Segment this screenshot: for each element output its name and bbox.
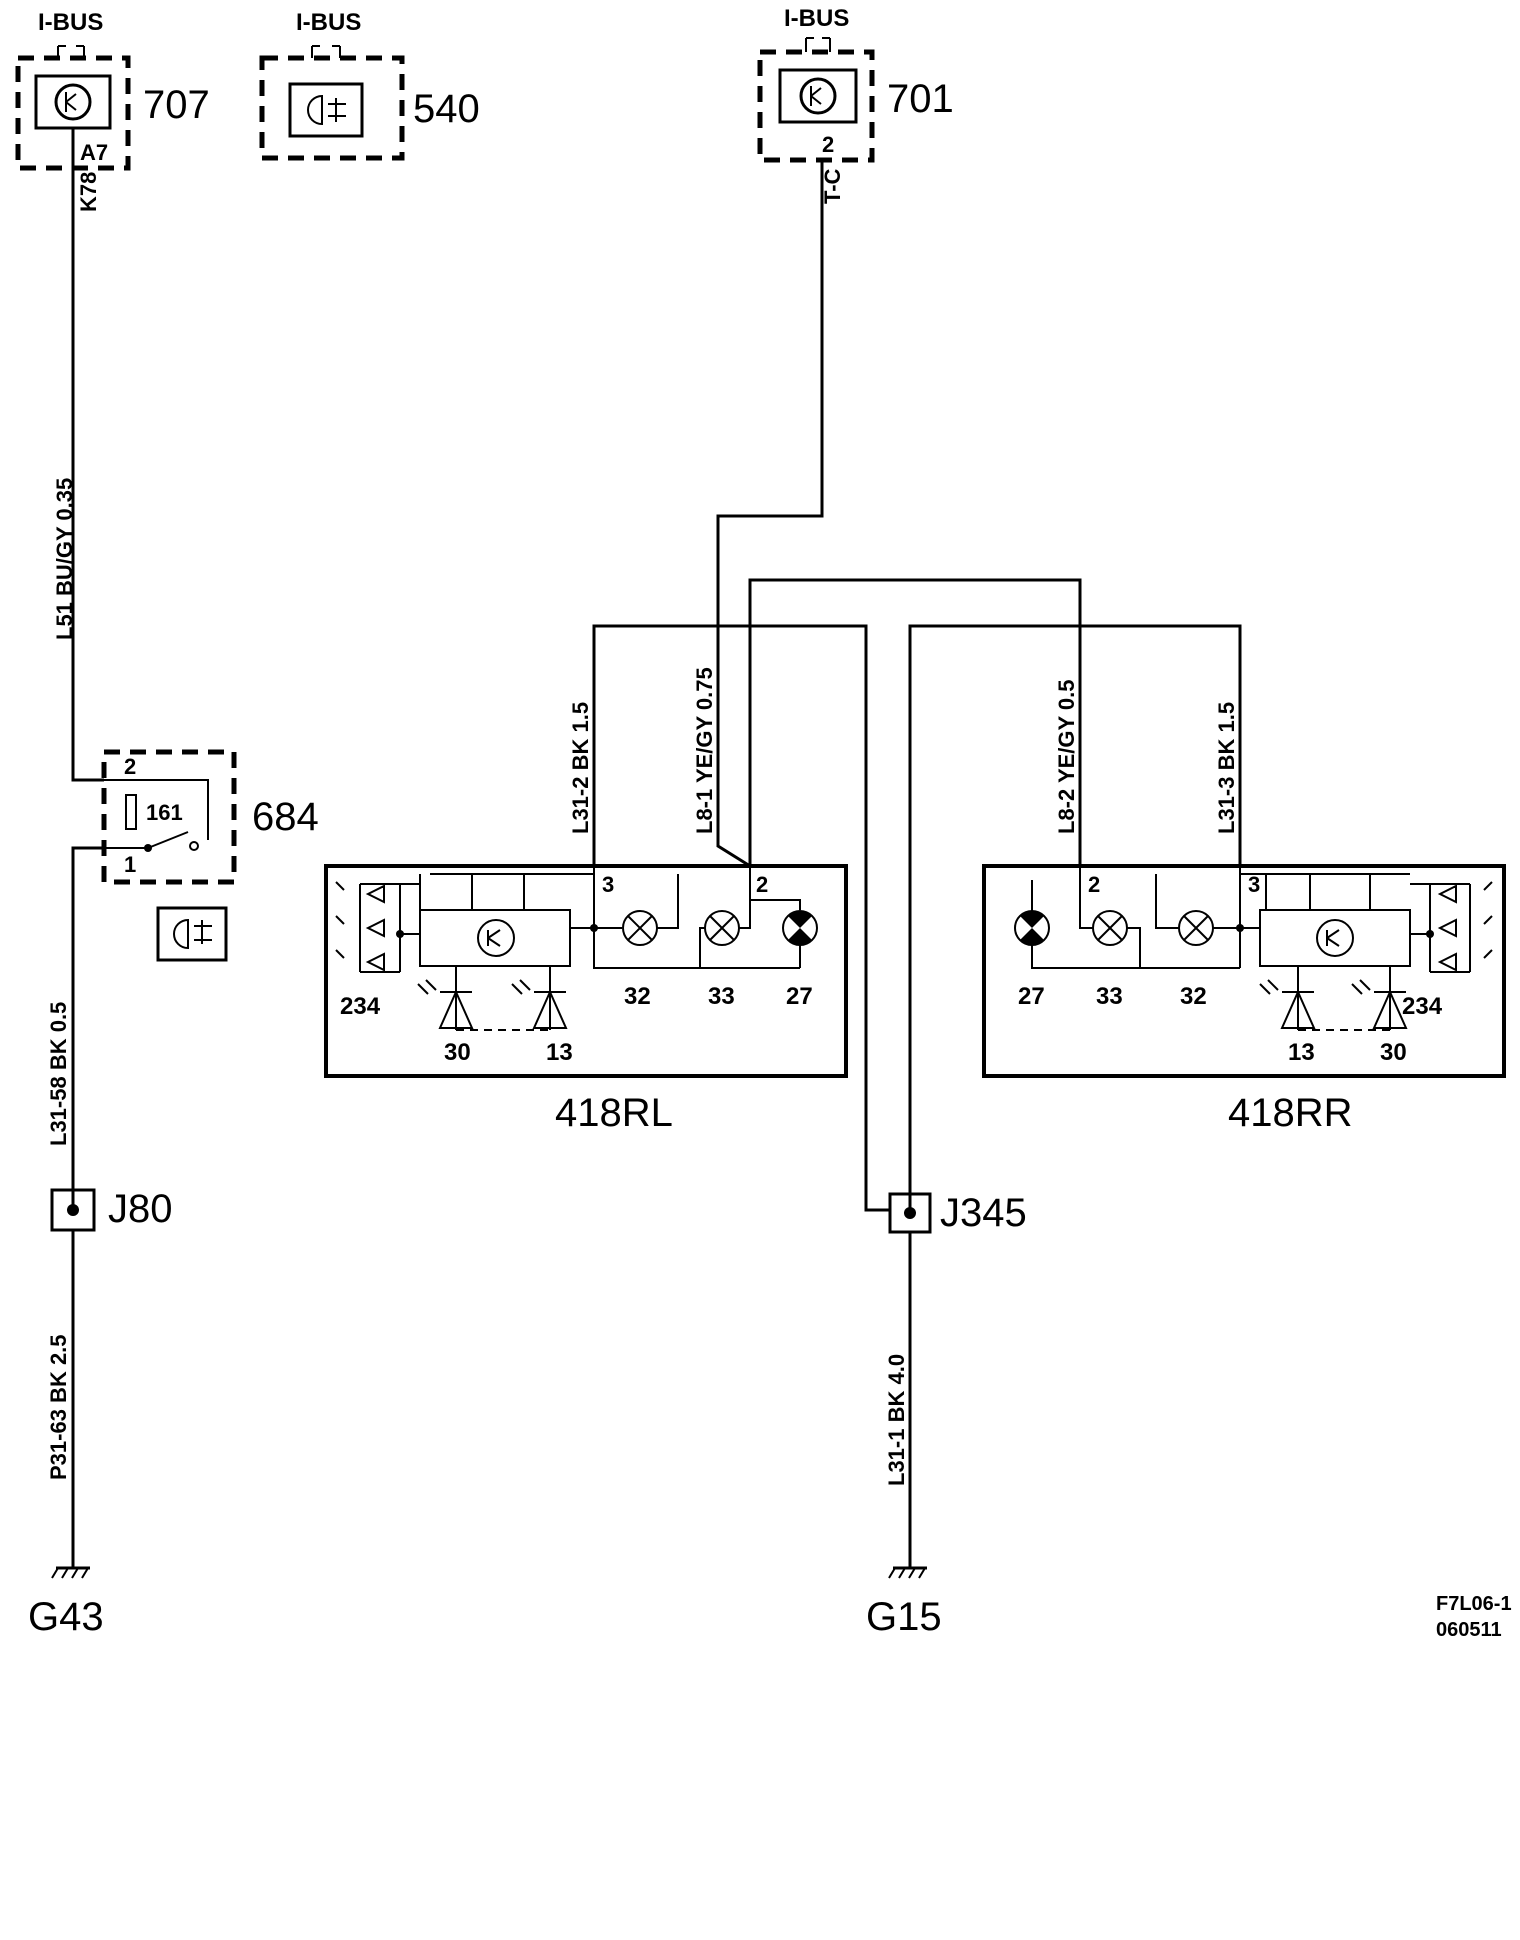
pin-rl-2: 2 (756, 872, 768, 897)
photodiode-icon-rr-13 (1259, 966, 1316, 1030)
pin-684-1: 1 (124, 852, 136, 877)
bulb-label-rr-27: 27 (1018, 983, 1045, 1010)
component-540: I-BUS 540 (259, 9, 480, 161)
diagram-date: 060511 (1436, 1619, 1502, 1641)
component-id-418rr: 418RR (1228, 1091, 1353, 1135)
pin-684-2: 2 (124, 754, 136, 779)
led-array-icon-rl (335, 881, 420, 973)
pin-rr-3: 3 (1248, 872, 1260, 897)
bulb-icon-rl-32 (622, 910, 658, 946)
pin-k78: K78 (76, 172, 101, 212)
photodiode-icon-rl-30 (417, 966, 474, 1030)
ground-g15: G15 (866, 1566, 942, 1639)
diode-rr-30: 30 (1380, 1039, 1407, 1066)
ground-g43: G43 (28, 1566, 104, 1639)
ibus-label-707: I-BUS (38, 9, 103, 36)
wire-label-l31-58: L31-58 BK 0.5 (46, 1002, 71, 1146)
bulb-label-rl-27: 27 (786, 983, 813, 1010)
pin-rr-2: 2 (1088, 872, 1100, 897)
wire-684-j80 (71, 846, 104, 1210)
junction-j345: J345 (888, 1191, 1027, 1235)
pin-701-2: 2 (822, 132, 834, 157)
headlamp-icon-684 (173, 918, 212, 950)
ibus-label-540: I-BUS (296, 9, 361, 36)
headlamp-icon-540 (307, 94, 346, 126)
pin-rl-3: 3 (602, 872, 614, 897)
light-sensor-icon-707 (54, 83, 92, 121)
junction-j80: J80 (50, 1187, 173, 1232)
control-module-icon-rl (477, 919, 515, 957)
component-418rr: 2 3 234 (982, 864, 1506, 1135)
wire-label-l31-1: L31-1 BK 4.0 (884, 1354, 909, 1486)
diode-rl-13: 13 (546, 1039, 573, 1066)
component-701: I-BUS 701 2 T-C (757, 5, 954, 204)
wire-bk-left (592, 624, 890, 1212)
wire-label-l31-3: L31-3 BK 1.5 (1214, 702, 1239, 834)
pin-a7: A7 (80, 140, 108, 165)
ibus-label-701: I-BUS (784, 5, 849, 32)
bulb-label-rl-33: 33 (708, 983, 735, 1010)
bulb-label-rr-33: 33 (1096, 983, 1123, 1010)
diode-rr-13: 13 (1288, 1039, 1315, 1066)
component-id-684: 684 (252, 795, 319, 839)
bulb-icon-rr-33 (1092, 910, 1128, 946)
diode-rl-30: 30 (444, 1039, 471, 1066)
fuse-icon (125, 794, 137, 830)
component-id-418rl: 418RL (555, 1091, 673, 1135)
wire-label-l8-2: L8-2 YE/GY 0.5 (1054, 680, 1079, 835)
bulb-label-rl-32: 32 (624, 983, 651, 1010)
wire-bk-right (908, 624, 1242, 1210)
light-sensor-icon-701 (799, 77, 837, 115)
component-684: 2 1 161 684 (101, 749, 319, 962)
wire-label-p31-63: P31-63 BK 2.5 (46, 1334, 71, 1480)
led-rl-234: 234 (340, 993, 381, 1020)
photodiode-icon-rr-30 (1351, 966, 1408, 1030)
junction-label-j80: J80 (108, 1187, 173, 1231)
connector-t-c: T-C (820, 168, 845, 204)
wire-label-l51: L51 BU/GY 0.35 (52, 478, 77, 640)
diagram-code: F7L06-1 (1436, 1593, 1512, 1615)
switch-icon (144, 831, 199, 852)
component-418rl: 3 2 234 (324, 864, 848, 1135)
bulb-icon-rr-32 (1178, 910, 1214, 946)
wire-yegy-bridge (748, 578, 1082, 866)
component-id-540: 540 (413, 87, 480, 131)
bulb-label-rr-32: 32 (1180, 983, 1207, 1010)
control-module-icon-rr (1316, 919, 1354, 957)
component-707: I-BUS 707 A7 K78 (15, 9, 210, 212)
wire-707-684 (71, 128, 104, 782)
led-array-icon-rr (1410, 881, 1493, 973)
ground-label-g15: G15 (866, 1595, 942, 1639)
bulb-icon-rr-27 (1014, 910, 1050, 946)
bulb-icon-rl-33 (704, 910, 740, 946)
photodiode-icon-rl-13 (511, 966, 568, 1030)
led-rr-234: 234 (1402, 993, 1443, 1020)
ground-label-g43: G43 (28, 1595, 104, 1639)
component-id-707: 707 (143, 83, 210, 127)
wire-701-tail (716, 160, 824, 868)
component-id-701: 701 (887, 77, 954, 121)
fuse-161: 161 (146, 800, 183, 825)
wire-label-l31-2: L31-2 BK 1.5 (568, 702, 593, 834)
wire-label-l8-1: L8-1 YE/GY 0.75 (692, 667, 717, 834)
bulb-icon-rl-27 (782, 910, 818, 946)
junction-label-j345: J345 (940, 1191, 1027, 1235)
